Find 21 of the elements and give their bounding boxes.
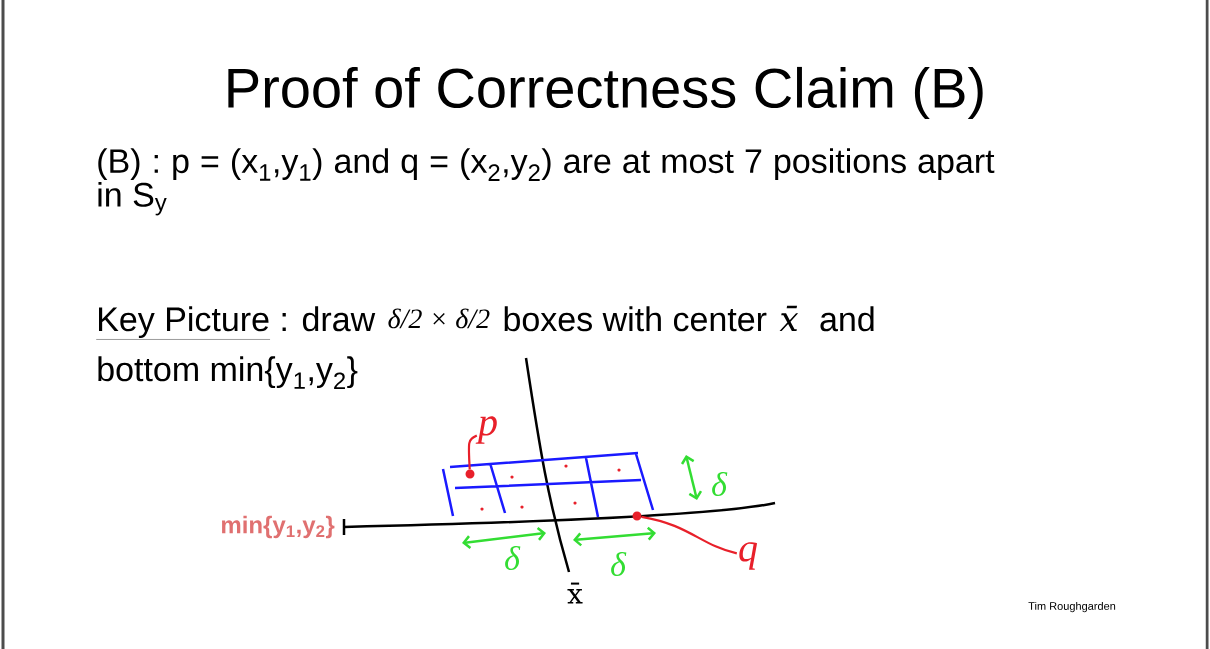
slide-title: Proof of Correctness Claim (B) [228,66,983,120]
handwritten-letter: p [475,416,497,444]
formula: x̄ [779,305,799,331]
body-text: and [820,306,874,332]
axis-label: min{y$_{1}$,y$_{2}$} [222,515,335,539]
point-marker [632,511,642,521]
body-text: (B) : p = (x$_{1}$,y$_{1}$) and q = (x$_{2}$,y$_{2}$) are at most 7 positions apart in S$_{y}$ [98,148,995,216]
leader-line [467,434,478,470]
handwritten-letter: q [739,542,758,570]
point-marker [465,469,475,479]
underlined-heading: Key Picture [96,306,271,340]
body-text: : draw [282,306,376,332]
dimension-label: δ [611,551,627,577]
axis-label: x̄ [567,582,583,604]
formula: δ/2 × δ/2 [388,308,490,329]
body-text: bottom min{y$_{1}$,y$_{2}$} [98,356,358,390]
author-name: Tim Roughgarden [1028,601,1116,613]
body-text: boxes with center [504,306,767,332]
leader-line [641,515,738,555]
dimension-label: δ [505,545,521,571]
dimension-label: δ [712,471,728,497]
